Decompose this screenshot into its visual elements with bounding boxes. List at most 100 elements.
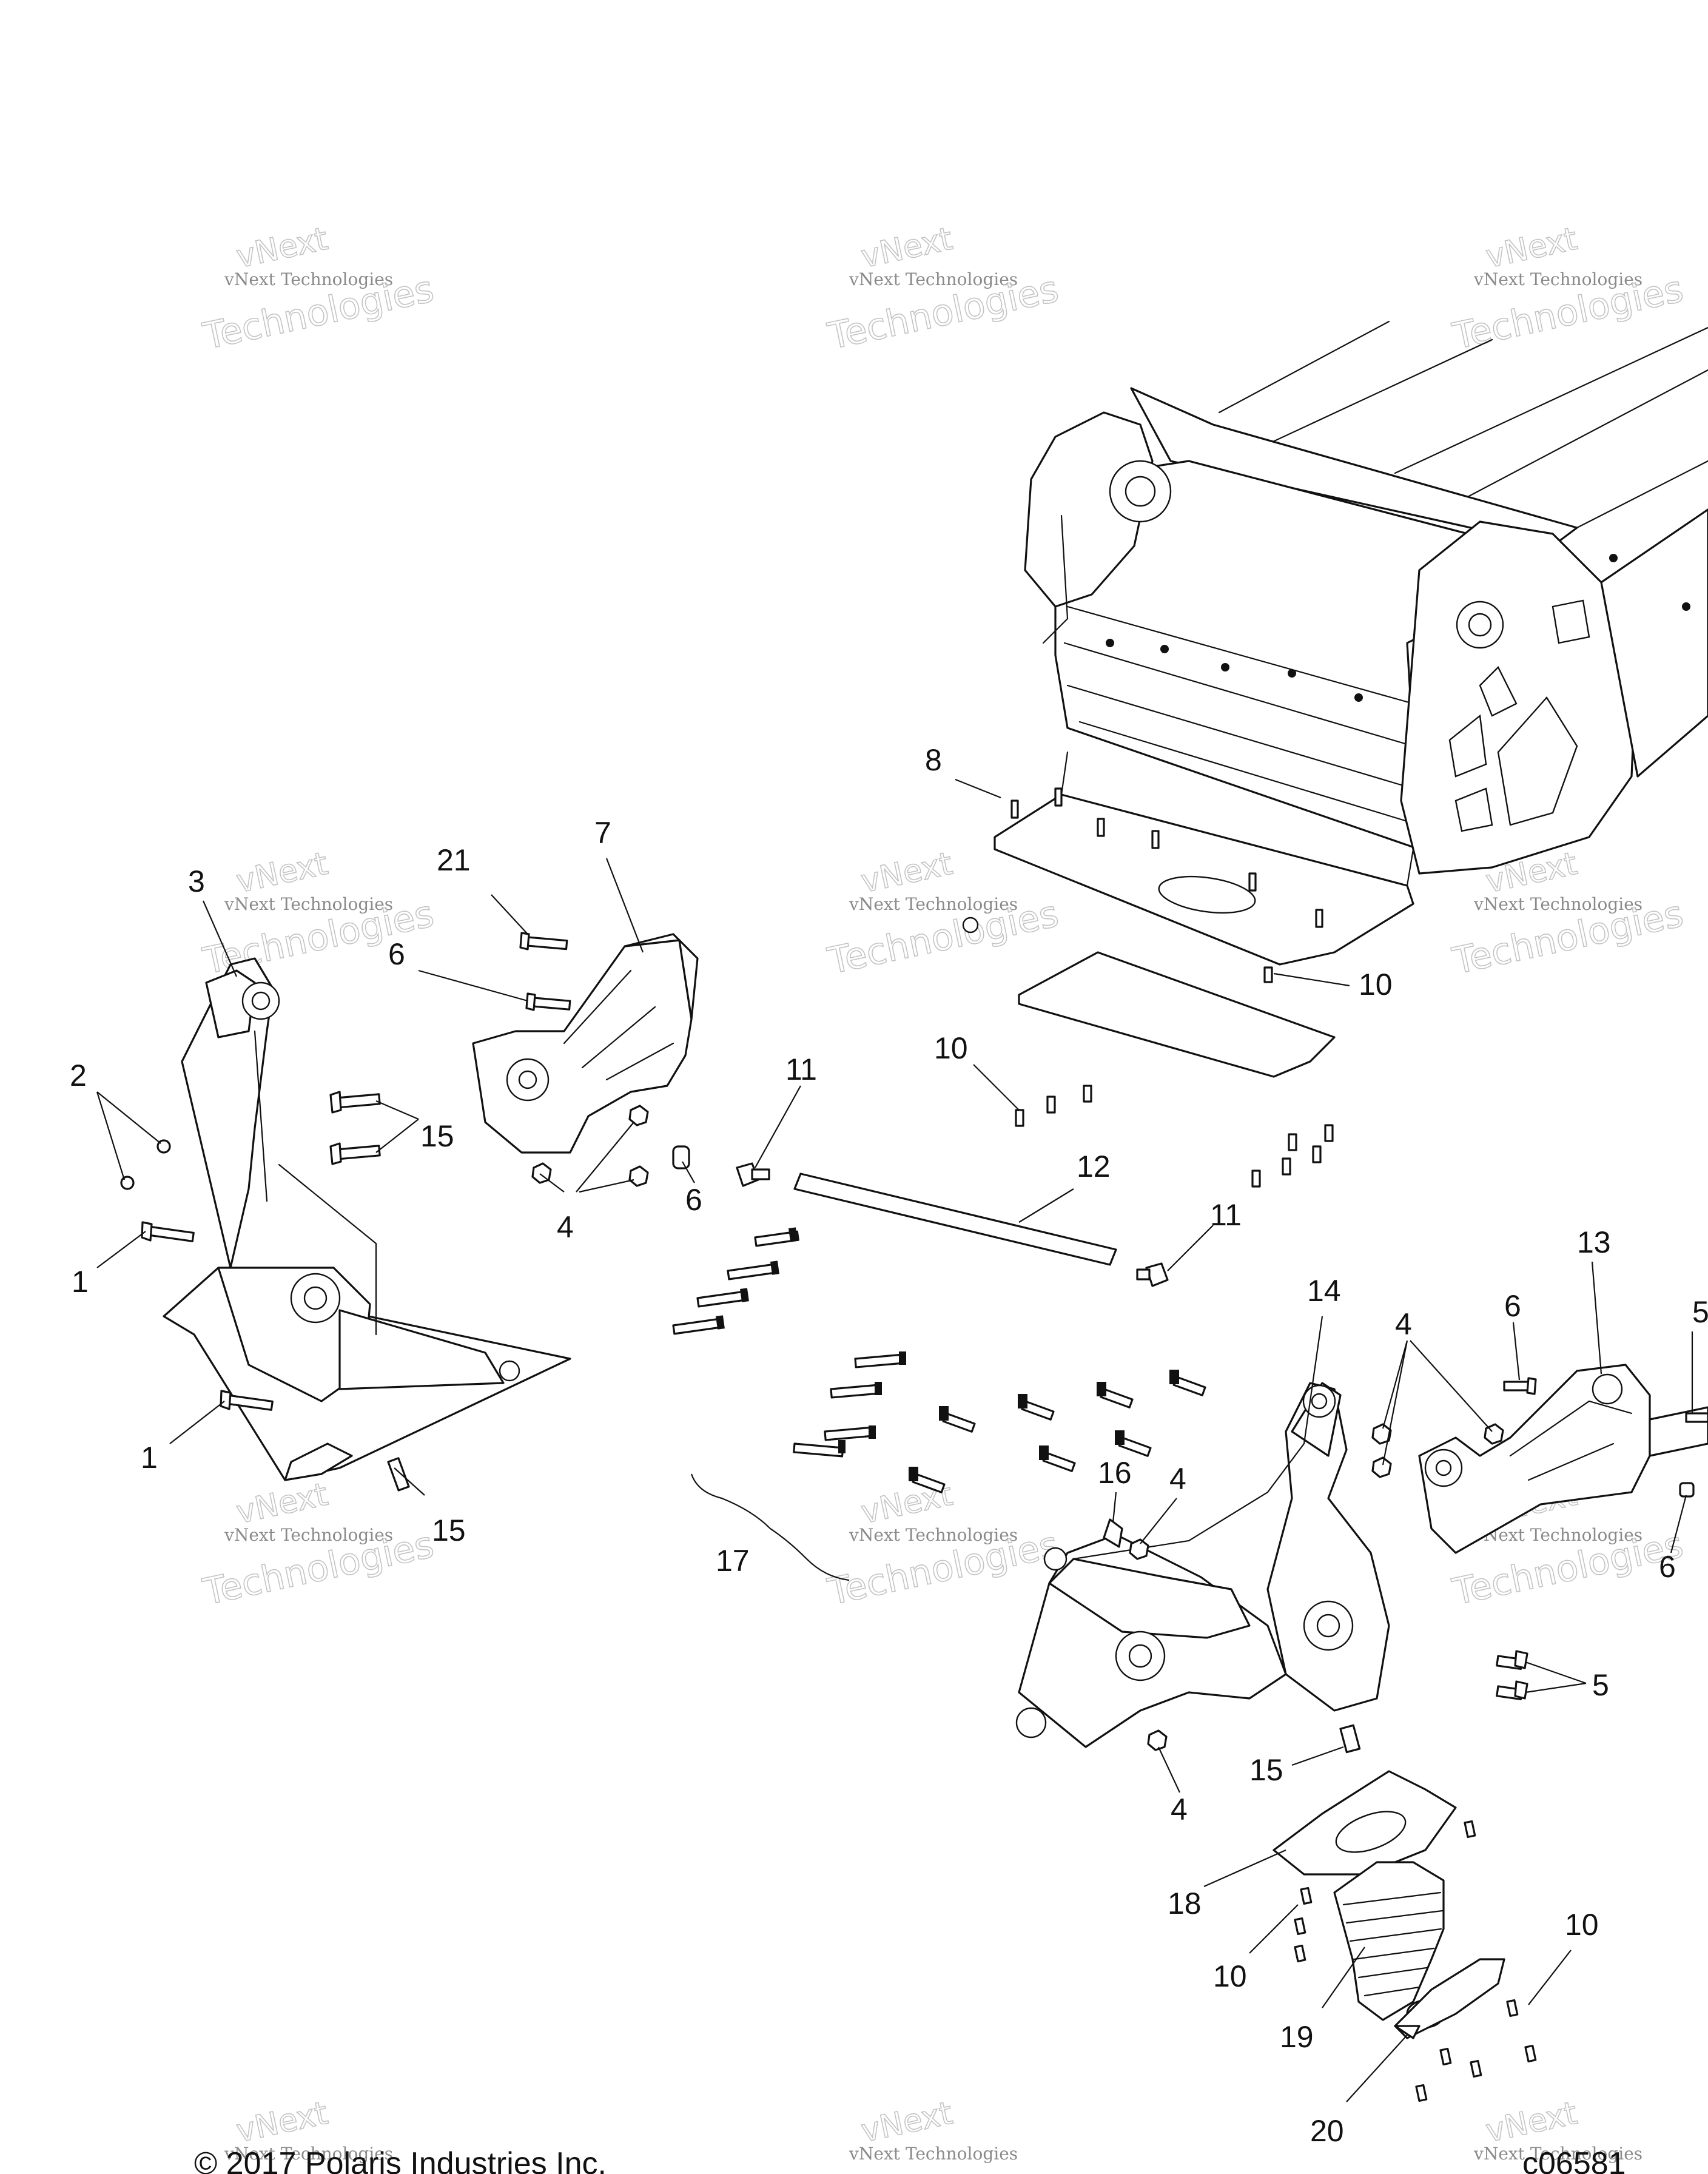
bolt-item-1: [141, 1221, 274, 1411]
stud: [1097, 818, 1105, 837]
watermark: vNext vNext Technologies Technologies: [824, 1476, 1063, 1614]
leader-20: [1346, 2034, 1408, 2102]
skid-plate-bolt: [962, 917, 979, 934]
leader-15b: [394, 1467, 425, 1496]
steering-bracket: [472, 932, 699, 1187]
bracket-arm: [338, 1309, 505, 1390]
leader-10c: [1249, 1904, 1299, 1954]
right-bracket-hub-inner: [1316, 1614, 1340, 1638]
callout-6: 6: [685, 1183, 702, 1217]
callout-labels: 1 1 2 3 4 4 4 4 5 5 6 6 6 6 7 8 10 10 10…: [70, 743, 1708, 2148]
rivet: [1682, 602, 1690, 611]
watermark-text: vNext Technologies: [849, 2144, 1018, 2164]
watermark: vNext vNext Technologies Technologies: [824, 220, 1063, 358]
callout-17: 17: [716, 1544, 750, 1578]
right-steering-bracket-webs: [1509, 1400, 1633, 1481]
nut-item-4: [628, 1105, 649, 1126]
screw: [1015, 1109, 1024, 1127]
nut-item-4: [1129, 1538, 1149, 1560]
cross-shaft: [736, 1162, 1169, 1287]
side-plate-cutout: [1454, 787, 1493, 832]
leader-4b: [1382, 1340, 1493, 1466]
kit-bolt: [1097, 1382, 1134, 1408]
leader-4c: [1140, 1498, 1177, 1544]
stud: [1010, 799, 1019, 819]
callout-4: 4: [1395, 1307, 1412, 1341]
bracket-reinforcement: [254, 1030, 377, 1336]
boot-folds: [1342, 1891, 1444, 1997]
bolt-item-15: [1339, 1724, 1361, 1754]
bracket-end-hole: [499, 1360, 520, 1382]
side-plate-cutout: [1497, 696, 1578, 826]
bolt-item-6: [1679, 1482, 1695, 1498]
bolt-item-21: [526, 936, 568, 951]
watermark-text: vNext: [1483, 2095, 1581, 2150]
boot-screws: [1294, 1820, 1537, 2102]
kit-bolt: [939, 1406, 976, 1433]
callout-11: 11: [785, 1052, 817, 1086]
callout-6: 6: [1504, 1289, 1521, 1323]
leader-6b: [682, 1161, 695, 1183]
kit-bolt: [854, 1351, 906, 1368]
stud: [1054, 787, 1063, 807]
callout-4: 4: [1169, 1462, 1186, 1496]
leader-11b: [1167, 1225, 1214, 1271]
callout-6: 6: [1659, 1550, 1676, 1584]
side-plate-cutout: [1479, 665, 1518, 717]
bolt-head: [1514, 1650, 1528, 1669]
copyright-text: © 2017 Polaris Industries Inc.: [194, 2146, 607, 2174]
leader-4a: [539, 1122, 634, 1193]
leader-13: [1591, 1261, 1602, 1375]
bolt-head: [329, 1091, 342, 1114]
watermark: vNext vNext Technologies Technologies: [1448, 220, 1687, 358]
callout-5: 5: [1692, 1295, 1708, 1329]
side-plate-cutout: [1552, 599, 1590, 644]
kit-bolt: [727, 1260, 779, 1281]
kit-bolt: [830, 1382, 882, 1399]
nut-item-4: [628, 1165, 649, 1187]
watermark-text: vNext Technologies: [849, 1525, 1018, 1545]
nut-item-4: [1371, 1423, 1392, 1445]
callout-21: 21: [437, 843, 471, 877]
callout-4: 4: [1171, 1792, 1188, 1826]
tunnel-fasteners: [1106, 554, 1690, 702]
watermark-text: vNext Technologies: [224, 1525, 393, 1545]
pan-cutout: [1158, 875, 1256, 914]
leader-1: [96, 1231, 225, 1444]
screw: [1083, 1085, 1092, 1103]
bolt-item-15-lower: [387, 1457, 410, 1492]
callout-8: 8: [925, 743, 942, 777]
shaft-item-12: [793, 1173, 1117, 1266]
watermark: vNext vNext Technologies: [849, 2095, 1018, 2164]
screw: [1324, 1124, 1334, 1142]
leader-3: [202, 900, 238, 977]
watermark-text: vNext Technologies: [849, 269, 1018, 289]
callout-18: 18: [1168, 1886, 1202, 1920]
callout-5: 5: [1592, 1668, 1609, 1702]
rivet: [1221, 663, 1229, 671]
watermark-text: vNext Technologies: [224, 894, 393, 914]
callout-2: 2: [70, 1058, 87, 1092]
callout-6: 6: [388, 937, 405, 971]
nut-item-4: [1147, 1729, 1168, 1751]
clip-item-16: [1103, 1518, 1123, 1548]
leader-15a: [375, 1100, 419, 1153]
leader-10a: [1273, 972, 1350, 987]
rivet: [1288, 669, 1296, 678]
callout-19: 19: [1280, 2020, 1314, 2054]
rear-rail-section: [1600, 508, 1708, 778]
leader-7: [605, 858, 644, 953]
rivet: [1354, 693, 1363, 702]
bolt-head: [1526, 1377, 1537, 1395]
watermark-text: vNext Technologies: [1473, 269, 1642, 289]
screw: [1288, 1133, 1297, 1151]
leader-15c: [1291, 1746, 1344, 1766]
left-suspension-bracket: [120, 957, 571, 1492]
callout-4: 4: [557, 1210, 574, 1244]
stud: [1315, 909, 1323, 928]
leader-16: [1112, 1492, 1117, 1523]
bolt-head: [141, 1221, 153, 1242]
watermark-text: vNext Technologies: [1473, 1525, 1642, 1545]
right-steering-bracket-bore: [1592, 1373, 1623, 1405]
steering-bracket-bore-inner: [518, 1070, 537, 1089]
